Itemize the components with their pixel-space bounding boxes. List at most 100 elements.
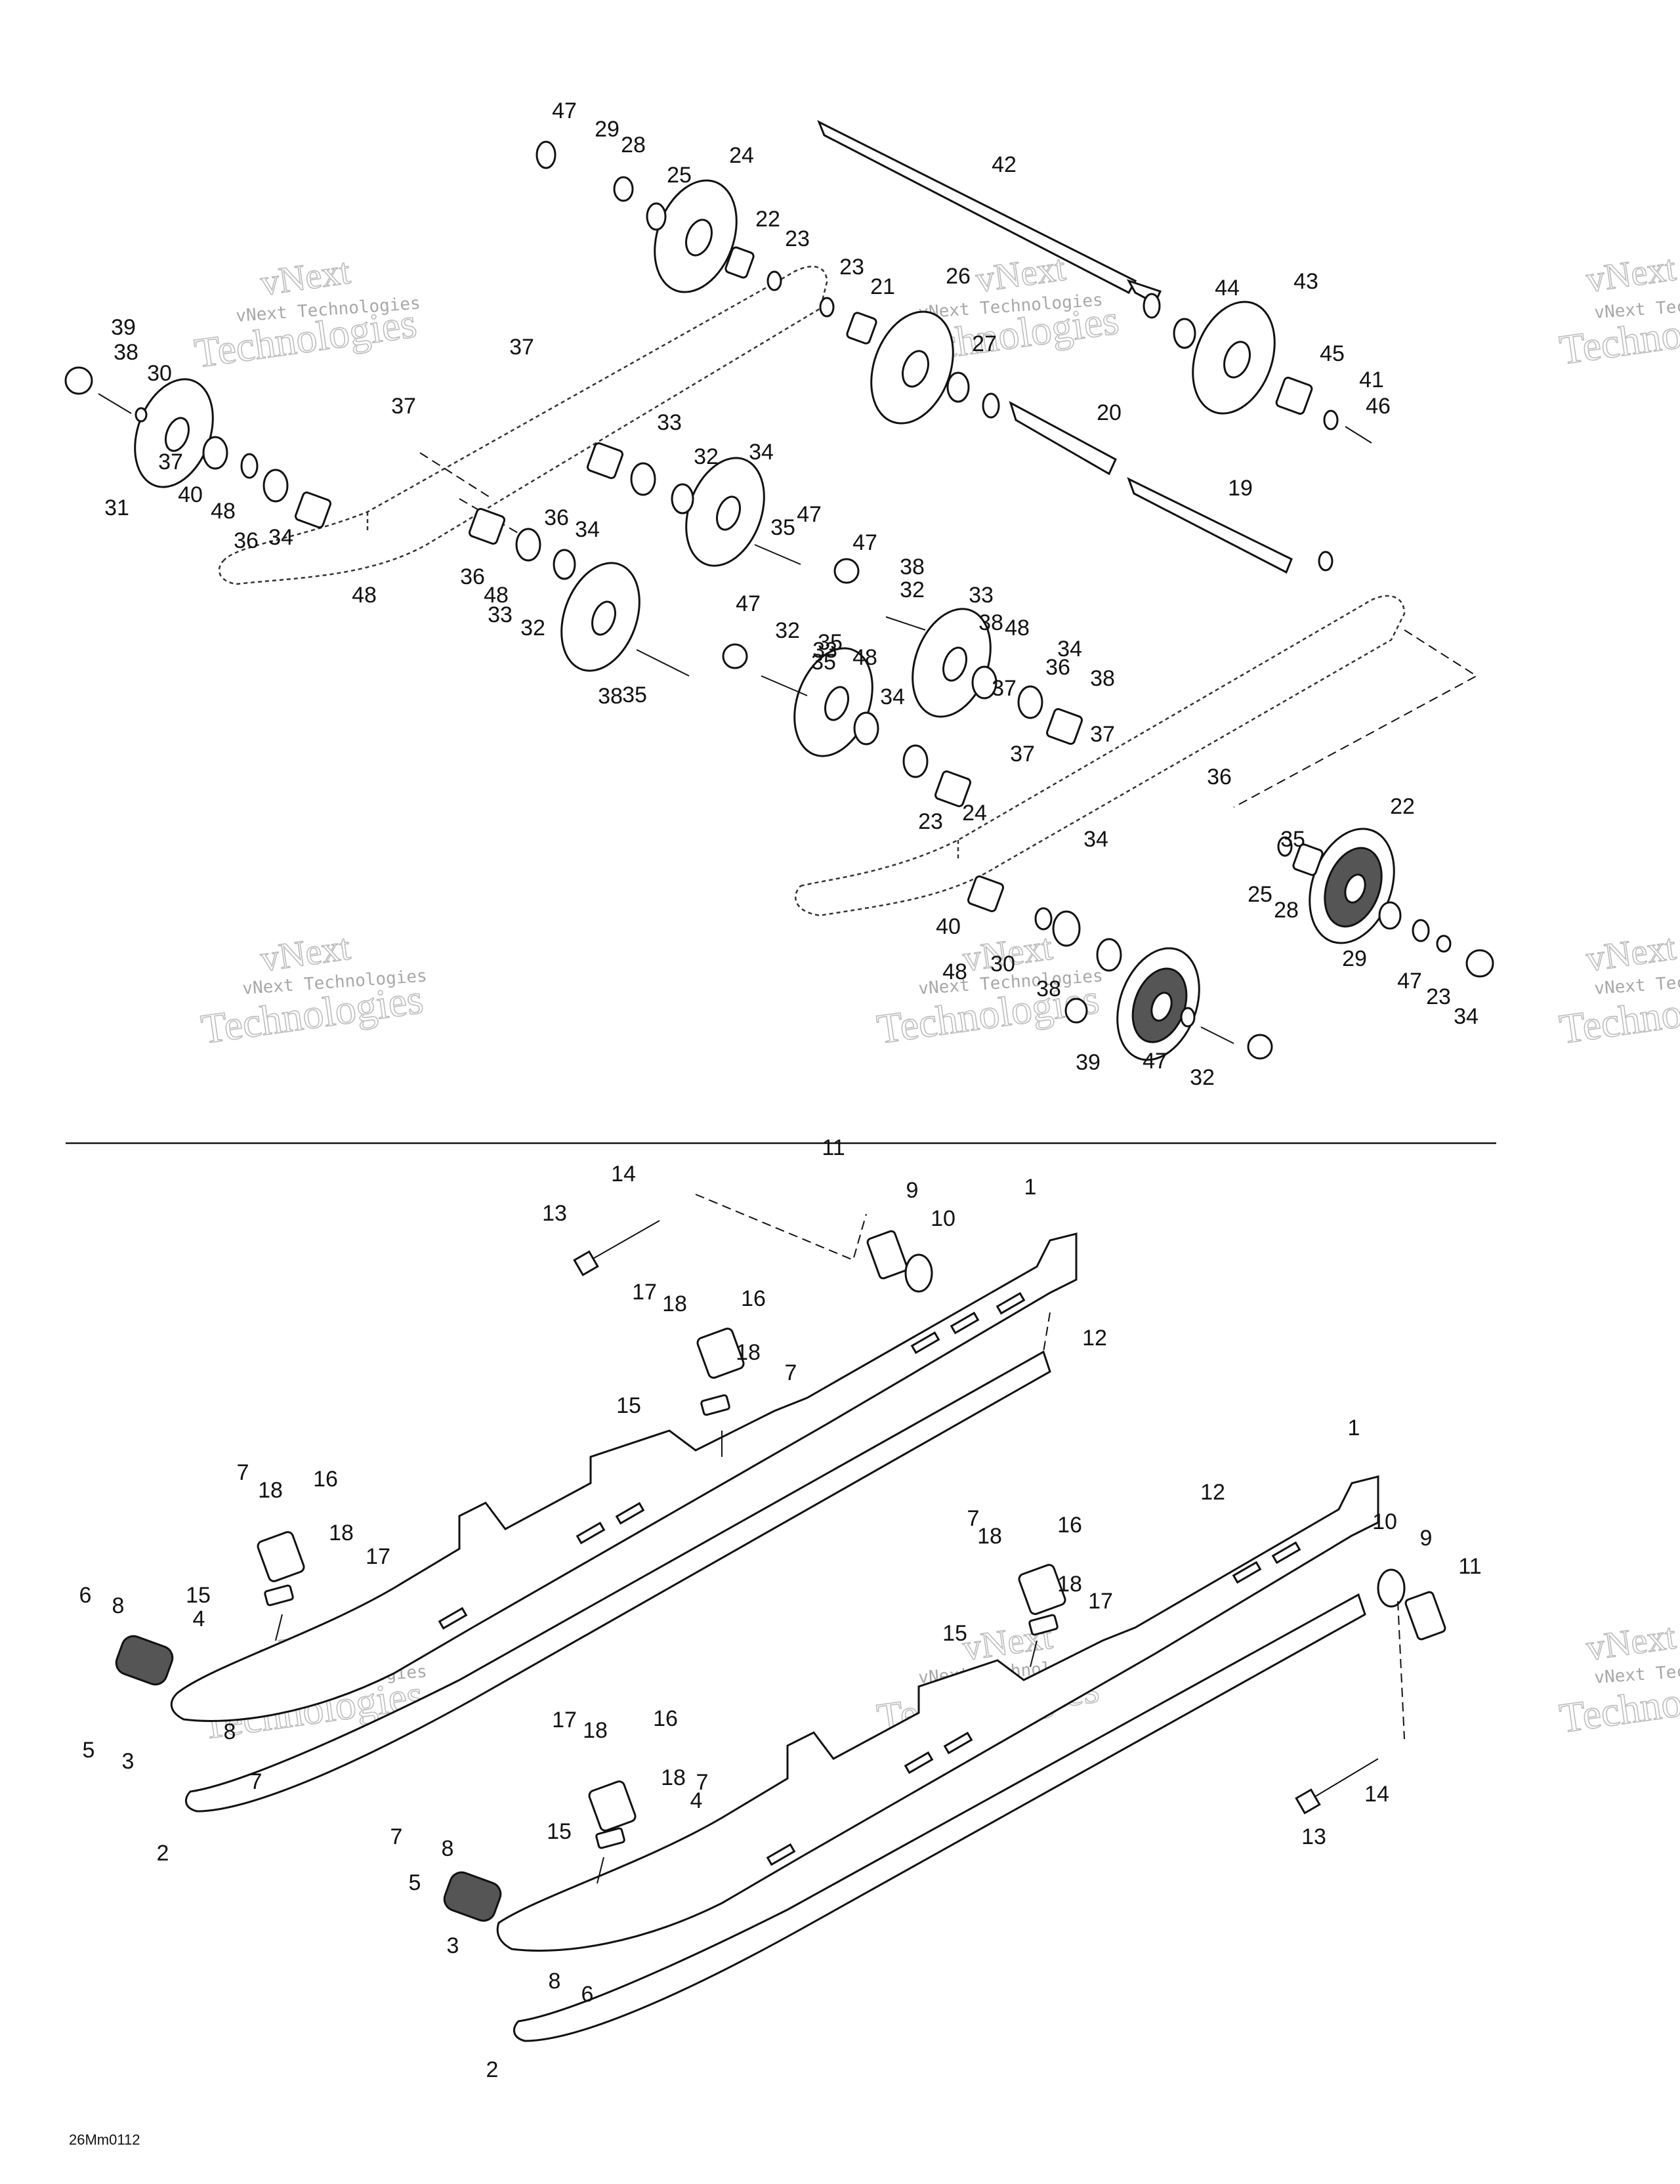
callout-number: 42 xyxy=(992,152,1017,177)
callout-number: 31 xyxy=(104,495,129,520)
callout-number: 3 xyxy=(447,1933,459,1958)
figure-code: 26Mm0112 xyxy=(69,2132,140,2148)
callout-number: 35 xyxy=(818,630,843,655)
callout-number: 30 xyxy=(990,952,1015,976)
callout-number: 15 xyxy=(616,1393,641,1418)
slide-rail-lower xyxy=(496,1475,1379,1952)
rail-tip xyxy=(115,1635,174,1686)
callout-number: 34 xyxy=(1454,1004,1479,1029)
callout-number: 11 xyxy=(1458,1554,1481,1579)
callout-number: 35 xyxy=(811,650,836,675)
callout-number: 36 xyxy=(1207,765,1232,789)
callout-number: 19 xyxy=(1228,476,1253,501)
callout-number: 16 xyxy=(741,1286,766,1311)
callout-number: 23 xyxy=(839,255,864,280)
callout-number: 18 xyxy=(661,1765,686,1790)
callout-number: 17 xyxy=(552,1708,577,1732)
callout-number: 47 xyxy=(552,98,577,123)
callout-number: 25 xyxy=(1248,882,1272,907)
callout-number: 14 xyxy=(1364,1782,1389,1807)
stopper-block xyxy=(1018,1564,1066,1615)
callout-number: 32 xyxy=(775,618,800,643)
callout-number: 24 xyxy=(729,143,754,168)
callout-number: 35 xyxy=(622,682,647,707)
watermark-line1: vNext xyxy=(1584,927,1679,980)
callout-number: 43 xyxy=(1293,269,1318,294)
idler-wheel-30-right xyxy=(1116,947,1200,1061)
callout-number: 40 xyxy=(178,482,203,507)
callout-number: 23 xyxy=(918,809,943,834)
stopper-block xyxy=(257,1531,305,1582)
callout-number: 38 xyxy=(900,555,925,579)
callout-number: 8 xyxy=(224,1719,236,1744)
callout-number: 15 xyxy=(186,1583,211,1608)
callout-number: 28 xyxy=(1274,898,1299,923)
callout-number: 10 xyxy=(931,1206,956,1231)
callout-number: 1 xyxy=(1348,1416,1360,1440)
callout-number: 18 xyxy=(736,1340,761,1365)
watermark-line1: vNext xyxy=(258,251,353,304)
callout-number: 18 xyxy=(977,1524,1002,1549)
rail-slots xyxy=(438,1292,1301,1866)
callout-number: 17 xyxy=(366,1544,390,1569)
idler-wheel-32-b xyxy=(560,562,640,672)
stopper-block xyxy=(588,1780,637,1832)
rear-axle-shaft xyxy=(817,119,1137,295)
callout-number: 24 xyxy=(962,801,987,826)
callout-number: 29 xyxy=(595,117,620,142)
callout-number: 26 xyxy=(946,264,971,289)
callout-number: 38 xyxy=(1090,666,1115,691)
callout-number: 15 xyxy=(547,1819,572,1844)
callout-number: 34 xyxy=(880,684,905,709)
callout-number: 34 xyxy=(749,440,774,465)
callout-number: 7 xyxy=(237,1460,249,1485)
callout-number: 18 xyxy=(662,1292,687,1316)
right-slide-frame xyxy=(795,595,1406,917)
callout-number: 36 xyxy=(1045,655,1070,680)
callout-number: 6 xyxy=(581,1982,594,2007)
callout-number: 20 xyxy=(1097,400,1122,425)
callout-number: 37 xyxy=(391,394,416,419)
callout-number: 5 xyxy=(83,1738,95,1763)
callout-number: 7 xyxy=(250,1769,262,1794)
callout-number: 34 xyxy=(575,517,600,542)
callout-number: 32 xyxy=(900,578,925,602)
callout-number: 47 xyxy=(1397,969,1422,994)
spacer-shaft xyxy=(1009,400,1117,476)
callout-number: 22 xyxy=(755,207,780,232)
callout-number: 37 xyxy=(158,450,183,474)
idler-wheel-24-bottom xyxy=(1309,828,1395,944)
callout-number: 15 xyxy=(942,1621,967,1646)
callout-number: 32 xyxy=(1190,1065,1215,1090)
callout-number: 2 xyxy=(486,2057,499,2082)
callout-number: 47 xyxy=(736,591,761,616)
callout-number: 33 xyxy=(657,410,682,435)
callout-number: 27 xyxy=(972,331,997,356)
callout-number: 41 xyxy=(1359,368,1384,392)
idler-wheel-32-a xyxy=(685,457,765,567)
callout-number: 47 xyxy=(1143,1049,1167,1074)
callout-number: 38 xyxy=(1036,976,1061,1001)
callout-number: 16 xyxy=(313,1467,338,1492)
callout-number: 48 xyxy=(211,499,236,524)
callout-number: 18 xyxy=(258,1478,283,1503)
slide-rail-upper xyxy=(170,1232,1078,1722)
callout-number: 36 xyxy=(234,528,259,553)
callout-number: 6 xyxy=(79,1583,92,1608)
callout-number: 33 xyxy=(488,602,513,627)
watermarks: vNext Technologies vNext Technologies vN… xyxy=(191,247,1680,1749)
slide-rail-lower-shoe xyxy=(513,1593,1366,2042)
callout-number: 38 xyxy=(598,684,623,709)
callout-number: 4 xyxy=(193,1606,205,1631)
callout-number: 48 xyxy=(942,959,967,984)
callout-number: 2 xyxy=(157,1841,169,1866)
callout-number: 8 xyxy=(549,1969,561,1994)
callout-number: 4 xyxy=(690,1788,703,1813)
callout-number: 47 xyxy=(852,530,877,555)
callout-number: 37 xyxy=(1010,742,1035,766)
callout-number: 36 xyxy=(544,505,569,530)
idler-wheel-30-left xyxy=(134,378,214,488)
